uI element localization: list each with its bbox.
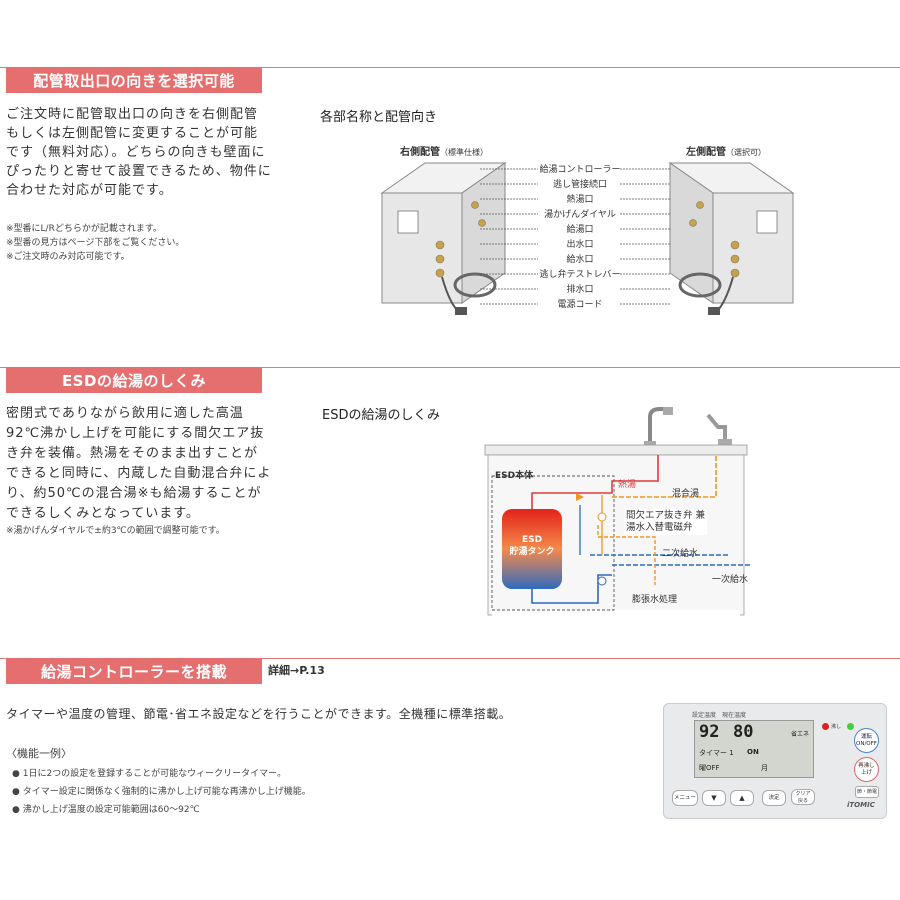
note-line: ※型番の見方はページ下部をご覧ください。 — [6, 238, 185, 248]
lcd-day-label: 曜OFF — [699, 764, 720, 772]
air-vent-valve-label: 間欠エア抜き弁 兼 湯水入替電磁弁 — [624, 509, 708, 535]
part-temperature-dial: 湯かげんダイヤル — [544, 210, 616, 220]
section-title-esd: ESDの給湯のしくみ — [6, 367, 262, 393]
panel-current-temp-label: 現在温度 — [722, 712, 747, 719]
button-text: 再沸し — [858, 763, 875, 769]
esd-diagram-title: ESDの給湯のしくみ — [322, 408, 440, 423]
text-line: 密閉式でありながら飲用に適した高温 — [6, 406, 244, 421]
feature-text: タイマー設定に関係なく強制的に沸かし上げ可能な再沸かし上げ機能。 — [22, 787, 311, 797]
feature-item: ● タイマー設定に関係なく強制的に沸かし上げ可能な再沸かし上げ機能。 — [12, 787, 311, 797]
esd-system-diagram — [484, 407, 750, 630]
text-line: できるしくみとなっています。 — [6, 506, 200, 521]
text-line: できると同時に、内蔵した自動混合弁によ — [6, 466, 272, 481]
lcd-timer-label: タイマー 1 — [699, 749, 734, 757]
left-piping-label: 左側配管（選択可） — [686, 143, 766, 158]
right-piping-name: 右側配管 — [400, 147, 440, 158]
left-piping-unit-illustration — [668, 162, 795, 315]
lcd-month-label: 月 — [761, 764, 768, 772]
button-text: 運転 — [860, 734, 872, 740]
section-divider — [0, 658, 900, 659]
text-line: ご注文時に配管取出口の向きを右側配管 — [6, 107, 259, 122]
indicator-label: 沸し — [831, 724, 842, 730]
secondary-supply-label: 二次給水 — [662, 549, 699, 559]
right-piping-label: 右側配管（標準仕様） — [400, 143, 488, 158]
lcd-timer-state: ON — [747, 748, 759, 756]
esd-note: ※湯かげんダイヤルで±約3℃の範囲で調整可能です。 — [6, 526, 225, 536]
primary-supply-label: 一次給水 — [712, 575, 749, 585]
parts-leader-lines — [480, 168, 670, 305]
panel-set-temp-label: 設定温度 — [692, 712, 717, 719]
section-divider — [0, 67, 900, 68]
up-button[interactable]: ▲ — [730, 790, 754, 806]
controller-detail-link[interactable]: 詳細→P.13 — [268, 664, 325, 677]
text-line: 92℃沸かし上げを可能にする間欠エア抜 — [6, 426, 265, 441]
feature-item: ● 沸かし上げ温度の設定可能範囲は60～92℃ — [12, 805, 200, 815]
button-text: クリア — [795, 791, 811, 797]
esd-tank-label: ESD 貯湯タンク — [502, 534, 562, 558]
part-drain: 排水口 — [566, 285, 594, 295]
part-relief-test-lever: 逃し弁テストレバー — [539, 270, 621, 280]
eco-button[interactable]: 節・節電 — [855, 786, 879, 798]
part-supply-outlet: 給湯口 — [566, 225, 594, 235]
part-water-outlet: 出水口 — [566, 240, 594, 250]
feature-text: 1日に2つの設定を登録することが可能なウィークリータイマー。 — [22, 769, 287, 779]
power-button[interactable]: 運転 ON/OFF — [854, 728, 879, 753]
lcd-current-temp: 80 — [733, 722, 754, 742]
esd-description: 密閉式でありながら飲用に適した高温 92℃沸かし上げを可能にする間欠エア抜 き弁… — [6, 404, 276, 524]
piping-description: ご注文時に配管取出口の向きを右側配管 もしくは左側配管に変更することが可能 です… — [6, 105, 276, 200]
lcd-set-temp: 92 — [699, 722, 720, 742]
part-relief-pipe-port: 逃し管接続口 — [552, 180, 607, 190]
power-led-icon — [847, 723, 854, 730]
button-text: ON/OFF — [856, 741, 877, 747]
text-line: 合わせた対応が可能です。 — [6, 183, 173, 198]
note-line: ※型番にL/Rどちらかが記載されます。 — [6, 224, 162, 234]
text-line: です（無料対応）。どちらの向きも壁面に — [6, 145, 266, 160]
feature-text: 沸かし上げ温度の設定可能範囲は60～92℃ — [22, 805, 200, 815]
menu-button[interactable]: メニュー — [672, 790, 698, 806]
part-power-cord: 電源コード — [557, 300, 603, 310]
clear-button[interactable]: クリア 戻る — [791, 789, 815, 805]
feature-item: ● 1日に2つの設定を登録することが可能なウィークリータイマー。 — [12, 769, 287, 779]
note-line: ※ご注文時のみ対応可能です。 — [6, 252, 130, 262]
parts-diagram-title: 各部名称と配管向き — [320, 110, 438, 125]
down-button[interactable]: ▼ — [702, 790, 726, 806]
section-title-controller: 給湯コントローラーを搭載 — [6, 658, 262, 684]
controller-description: タイマーや温度の管理、節電･省エネ設定などを行うことができます。全機種に標準搭載… — [6, 707, 512, 721]
section-title-piping: 配管取出口の向きを選択可能 — [6, 67, 262, 93]
button-text: 戻る — [797, 798, 808, 804]
part-controller: 給湯コントローラー — [539, 165, 621, 175]
lcd-mode: 省エネ — [790, 731, 809, 738]
expansion-water-label: 膨張水処理 — [632, 595, 678, 605]
section-divider — [0, 367, 900, 368]
right-piping-sub: （標準仕様） — [440, 148, 488, 157]
text-line: もしくは左側配管に変更することが可能 — [6, 126, 259, 141]
left-piping-sub: （選択可） — [726, 148, 766, 157]
brand-logo: iTOMIC — [847, 801, 875, 809]
piping-notes: ※型番にL/Rどちらかが記載されます。 ※型番の見方はページ下部をご覧ください。… — [6, 222, 184, 264]
text-line: り、約50℃の混合湯※も給湯することが — [6, 486, 262, 501]
tank-label-line: ESD — [521, 535, 543, 545]
tank-label-line: 貯湯タンク — [509, 547, 555, 557]
panel-lcd: 92 80 省エネ タイマー 1 ON 曜OFF 月 — [694, 720, 814, 778]
valve-label-line: 湯水入替電磁弁 — [626, 522, 693, 533]
right-piping-unit-illustration — [380, 162, 507, 315]
part-hot-water-outlet: 熱湯口 — [566, 195, 594, 205]
left-piping-name: 左側配管 — [686, 147, 726, 158]
features-list: ● 1日に2つの設定を登録することが可能なウィークリータイマー。 ● タイマー設… — [12, 765, 311, 819]
valve-label-line: 間欠エア抜き弁 兼 — [626, 510, 706, 521]
reboil-button[interactable]: 再沸し 上げ — [854, 757, 879, 782]
controller-panel: 設定温度 現在温度 92 80 省エネ タイマー 1 ON 曜OFF 月 沸し … — [663, 703, 887, 819]
text-line: ぴったりと寄せて設置できるため、物件に — [6, 164, 272, 179]
part-water-inlet: 給水口 — [566, 255, 594, 265]
features-heading: 〈機能一例〉 — [6, 747, 72, 760]
indicator-light-icon — [822, 723, 829, 730]
button-text: 上げ — [860, 770, 872, 776]
hot-water-label: 熱湯 — [618, 480, 637, 490]
esd-body-label: ESD本体 — [495, 471, 534, 481]
text-line: き弁を装備。熱湯をそのまま出すことが — [6, 446, 259, 461]
ok-button[interactable]: 決定 — [762, 790, 786, 806]
parts-list: 給湯コントローラー 逃し管接続口 熱湯口 湯かげんダイヤル 給湯口 出水口 給水… — [538, 162, 622, 312]
mixed-water-label: 混合湯 — [672, 489, 700, 499]
